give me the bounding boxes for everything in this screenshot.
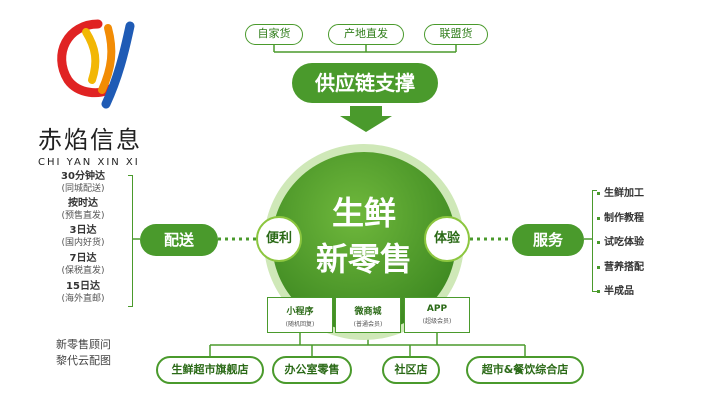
supply-chain-label: 供应链支撑	[292, 63, 438, 103]
delivery-item: 30分钟达(同城配送)	[61, 171, 105, 194]
source-alliance: 联盟货	[424, 24, 488, 45]
service-item: 制作教程	[597, 209, 644, 224]
center-title: 生鲜	[331, 194, 396, 232]
delivery-item: 按时达(预售直发)	[61, 198, 105, 221]
channel-mini-program: 小程序(随机回复)	[267, 297, 333, 333]
center-subtitle: 新零售	[315, 240, 412, 278]
source-self: 自家货	[245, 24, 303, 45]
location-office: 办公室零售	[272, 356, 352, 384]
experience-circle: 体验	[424, 216, 470, 262]
logo-text-en: CHI YAN XIN XI	[38, 157, 140, 168]
service-item: 半成品	[597, 282, 634, 297]
service-item: 生鲜加工	[597, 184, 644, 199]
caption-line1: 新零售顾问	[56, 338, 111, 351]
delivery-bracket	[128, 175, 133, 307]
logo: 赤焰信息 CHI YAN XIN XI	[38, 14, 162, 168]
source-origin: 产地直发	[328, 24, 404, 45]
service-pill: 服务	[512, 224, 584, 256]
logo-text-cn: 赤焰信息	[38, 126, 142, 154]
service-item: 营养搭配	[597, 258, 644, 273]
location-flagship: 生鲜超市旗舰店	[156, 356, 264, 384]
logo-mark-icon	[57, 19, 135, 109]
location-community: 社区店	[382, 356, 440, 384]
delivery-item: 3日达(国内好货)	[61, 225, 105, 248]
service-bracket	[592, 190, 597, 292]
delivery-pill: 配送	[140, 224, 218, 256]
channel-micro-mall: 微商城(普通会员)	[335, 297, 401, 333]
location-supermarket-dining: 超市&餐饮综合店	[466, 356, 584, 384]
delivery-item: 7日达(保税直发)	[61, 253, 105, 276]
channel-app: APP(超级会员)	[404, 297, 470, 333]
caption-line2: 黎代云配图	[56, 354, 111, 367]
convenience-label: 便利	[265, 231, 292, 246]
service-item: 试吃体验	[597, 233, 644, 248]
experience-label: 体验	[433, 231, 460, 246]
convenience-circle: 便利	[256, 216, 302, 262]
delivery-item: 15日达(海外直邮)	[61, 281, 105, 304]
